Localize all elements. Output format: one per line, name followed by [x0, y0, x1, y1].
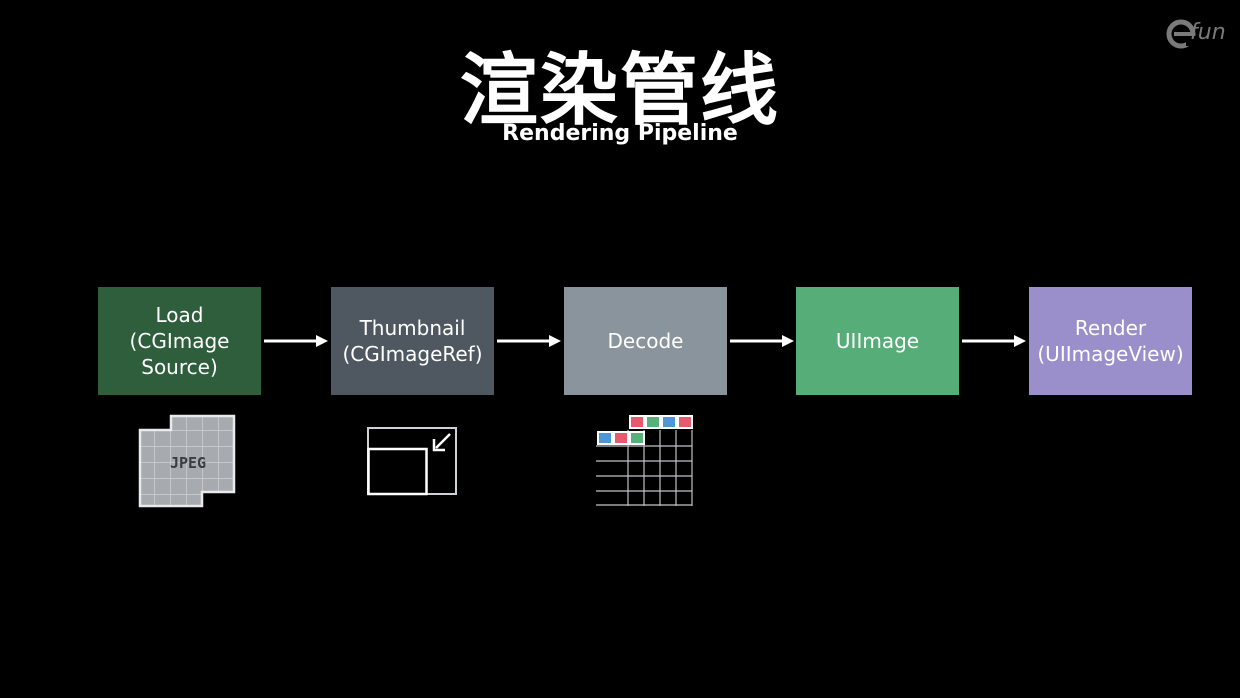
pixel-row-top: [629, 415, 693, 429]
jpeg-label: JPEG: [170, 454, 206, 472]
pixel-cell: [613, 431, 629, 445]
arrow-right-icon: [730, 335, 794, 347]
efun-logo: fun: [1166, 16, 1230, 52]
pixel-cell: [645, 415, 661, 429]
pixel-cell: [629, 415, 645, 429]
arrow-right-icon: [497, 335, 561, 347]
pixel-cell: [661, 415, 677, 429]
arrow-right-icon: [264, 335, 328, 347]
stage-decode: Decode: [564, 287, 727, 395]
slide-title: 渲染管线: [459, 46, 780, 136]
pixel-cell: [629, 431, 645, 445]
decoded-pixel-grid-icon: [596, 415, 693, 506]
pixel-cell: [677, 415, 693, 429]
stage-load: Load (CGImage Source): [98, 287, 261, 395]
jpeg-file-icon: JPEG: [138, 414, 236, 508]
efun-logo-icon: [1166, 19, 1196, 49]
stage-render: Render (UIImageView): [1029, 287, 1192, 395]
slide-subtitle: Rendering Pipeline: [502, 121, 738, 146]
stage-thumbnail: Thumbnail (CGImageRef): [331, 287, 494, 395]
pixel-cell: [597, 431, 613, 445]
thumbnail-icon: [367, 427, 457, 496]
pixel-row-middle: [597, 431, 645, 445]
stage-uiimage: UIImage: [796, 287, 959, 395]
logo-text: fun: [1190, 20, 1226, 45]
arrow-right-icon: [962, 335, 1026, 347]
